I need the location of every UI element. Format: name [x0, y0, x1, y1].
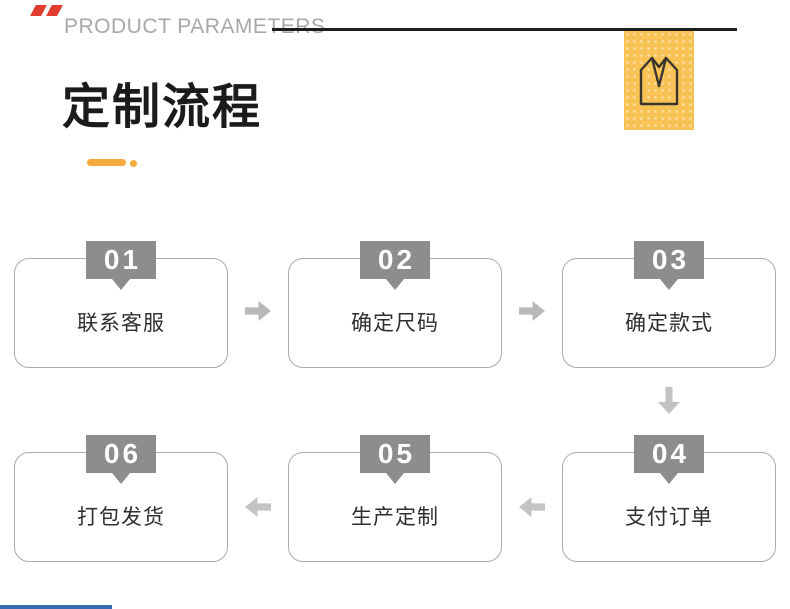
left-arrow-icon [245, 497, 271, 517]
step-number-badge: 06 [86, 435, 156, 473]
step-number-badge: 05 [360, 435, 430, 473]
step-box-contact-service: 01 联系客服 [14, 241, 228, 368]
step-label: 确定尺码 [351, 312, 439, 335]
title-accent-dot [130, 160, 137, 167]
section-eyebrow: PRODUCT PARAMETERS [64, 15, 326, 38]
down-arrow-icon [658, 387, 680, 414]
step-box-confirm-size: 02 确定尺码 [288, 241, 502, 368]
step-number-badge: 03 [634, 241, 704, 279]
step-box-pack-ship: 06 打包发货 [14, 435, 228, 562]
badge-pointer [112, 473, 130, 484]
step-number-badge: 01 [86, 241, 156, 279]
step-number: 04 [651, 438, 690, 469]
step-label: 确定款式 [625, 312, 713, 335]
step-label: 打包发货 [77, 506, 165, 529]
red-accent-marks [30, 5, 63, 16]
step-number-badge: 04 [634, 435, 704, 473]
right-arrow-icon [519, 301, 545, 321]
step-label: 生产定制 [351, 506, 439, 529]
page-title: 定制流程 [62, 81, 263, 134]
step-box-production: 05 生产定制 [288, 435, 502, 562]
badge-pointer [660, 473, 678, 484]
header-rule [272, 28, 737, 31]
step-box-confirm-style: 03 确定款式 [562, 241, 776, 368]
step-number: 01 [103, 244, 142, 275]
badge-pointer [386, 279, 404, 290]
step-number: 03 [651, 244, 690, 275]
title-accent-bar [87, 159, 126, 166]
left-arrow-icon [519, 497, 545, 517]
step-label: 支付订单 [625, 506, 713, 529]
badge-pointer [660, 279, 678, 290]
step-number-badge: 02 [360, 241, 430, 279]
badge-pointer [386, 473, 404, 484]
step-number: 05 [377, 438, 416, 469]
next-section-accent-bar [0, 605, 112, 609]
step-number: 06 [103, 438, 142, 469]
step-box-pay-order: 04 支付订单 [562, 435, 776, 562]
vest-icon [639, 56, 679, 105]
badge-pointer [112, 279, 130, 290]
step-label: 联系客服 [77, 312, 165, 335]
right-arrow-icon [245, 301, 271, 321]
step-number: 02 [377, 244, 416, 275]
yellow-icon-tile [624, 31, 694, 130]
